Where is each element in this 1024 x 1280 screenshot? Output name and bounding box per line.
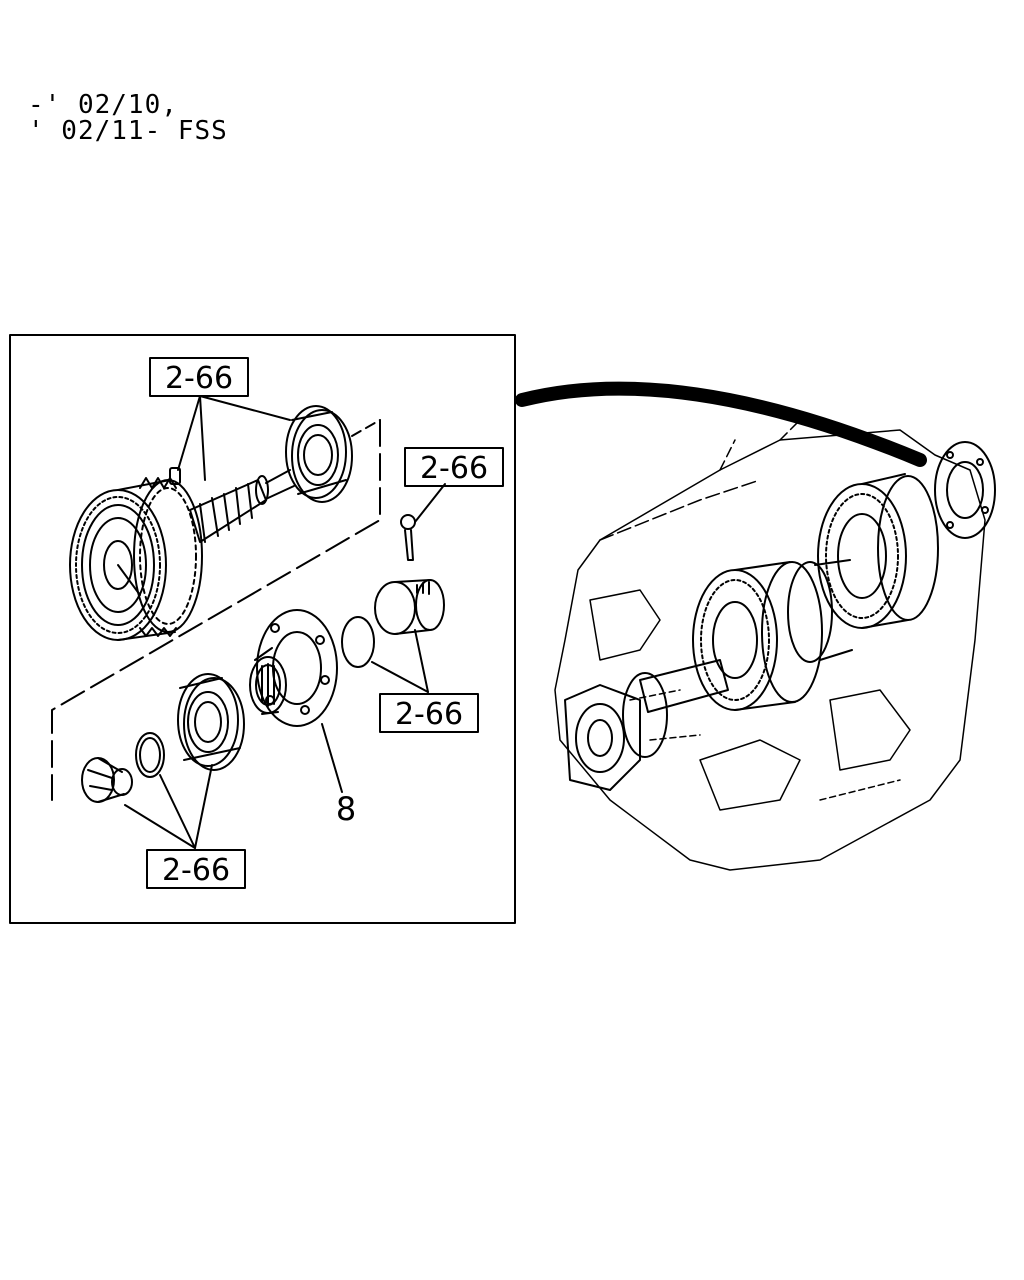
snap-ring: [135, 732, 165, 778]
leader-right-bottom: [371, 629, 429, 693]
overview-flange-right: [934, 441, 996, 539]
cotter-pin: [400, 514, 416, 561]
ref-box-right-top: [404, 447, 504, 487]
leader-top: [177, 395, 291, 481]
overview-flange-left: [564, 672, 668, 791]
castle-nut: [374, 579, 445, 635]
key-pin: [169, 467, 181, 485]
washer: [341, 616, 375, 668]
leader-part-8: [321, 723, 343, 793]
leader-bottom: [124, 764, 213, 849]
flange-yoke-8: [249, 609, 338, 727]
ref-label-bottom: 2-66: [162, 853, 230, 888]
ref-label-right-bottom: 2-66: [395, 697, 463, 732]
ref-box-right-bottom: [379, 693, 479, 733]
seal: [81, 757, 133, 803]
main-gear: [69, 477, 203, 641]
overview-gear-right: [817, 473, 939, 629]
overview-gear-center: [692, 559, 853, 711]
bearing-top: [285, 405, 353, 503]
overview-shaft: [639, 659, 729, 713]
ref-label-right-top: 2-66: [420, 451, 488, 486]
part-number-8: 8: [336, 790, 356, 828]
assembly-boundary-dashed: [51, 419, 381, 801]
pinion-shaft: [189, 469, 295, 543]
ref-box-bottom: [146, 849, 246, 889]
applicability-line-2: ' 02/11- FSS: [28, 116, 228, 146]
transmission-case: [554, 419, 986, 871]
ref-label-top: 2-66: [165, 361, 233, 396]
applicability-line-1: -' 02/10,: [28, 90, 178, 120]
ref-box-top: [149, 357, 249, 397]
leader-right-top: [414, 483, 446, 523]
detail-arrow: [515, 381, 927, 467]
bearing-bottom: [177, 673, 245, 771]
detail-frame: [9, 334, 516, 924]
